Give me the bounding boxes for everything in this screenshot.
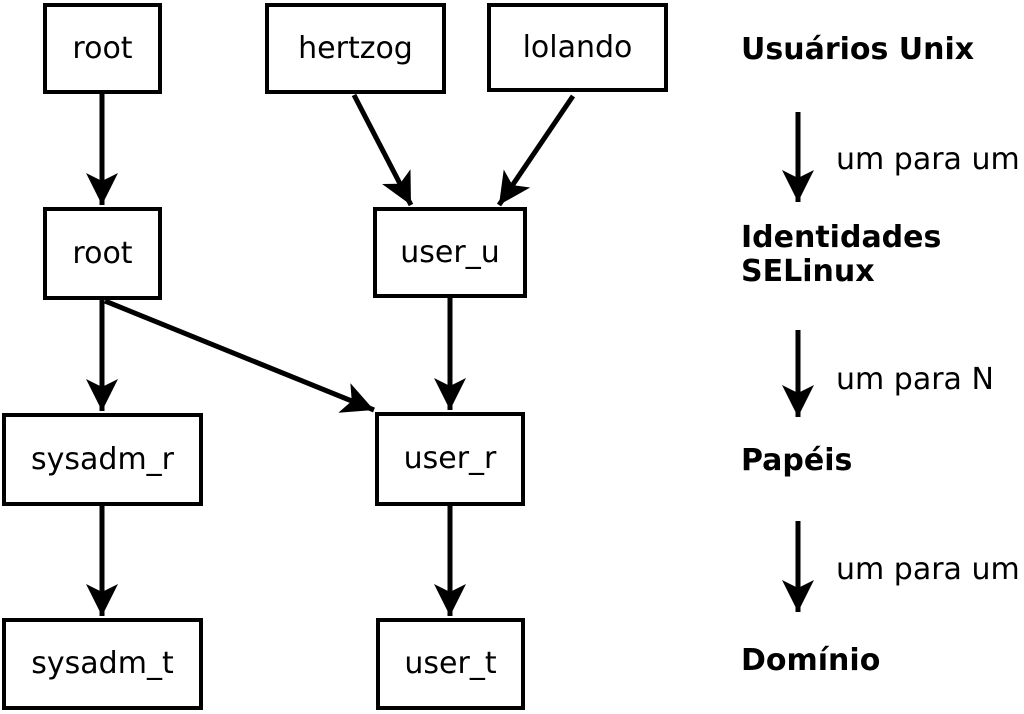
node-label: sysadm_r [31, 441, 174, 477]
node-root-unix-user: root [43, 3, 162, 94]
label-roles: Papéis [741, 443, 853, 478]
label-mapping-one-to-one-1: um para um [836, 142, 1020, 177]
label-selinux-identities-line2: SELinux [741, 254, 875, 289]
node-hertzog-unix-user: hertzog [265, 3, 446, 94]
node-user-u-identity: user_u [373, 207, 527, 298]
arrow-hertzog-to-useru [351, 93, 414, 207]
node-label: sysadm_t [31, 646, 174, 681]
label-domain: Domínio [741, 643, 881, 678]
node-label: user_u [400, 234, 500, 270]
arrow-rootsel-to-userr [104, 298, 375, 413]
label-mapping-one-to-n: um para N [836, 362, 994, 397]
node-user-t-domain: user_t [376, 618, 525, 710]
node-label: user_t [404, 646, 497, 681]
node-label: lolando [522, 29, 633, 65]
node-root-selinux-identity: root [43, 207, 162, 300]
arrow-lolando-to-useru [496, 94, 576, 207]
node-label: root [72, 235, 133, 271]
node-sysadm-t-domain: sysadm_t [2, 618, 203, 710]
label-selinux-identities: Identidades SELinux [741, 221, 941, 289]
label-unix-users: Usuários Unix [741, 32, 975, 67]
node-user-r-role: user_r [375, 412, 525, 506]
node-label: root [72, 30, 133, 66]
node-sysadm-r-role: sysadm_r [2, 413, 203, 506]
node-label: user_r [403, 441, 497, 476]
node-lolando-unix-user: lolando [487, 3, 668, 92]
label-selinux-identities-line1: Identidades [741, 220, 942, 255]
node-label: hertzog [298, 30, 413, 66]
label-mapping-one-to-one-2: um para um [836, 552, 1020, 587]
